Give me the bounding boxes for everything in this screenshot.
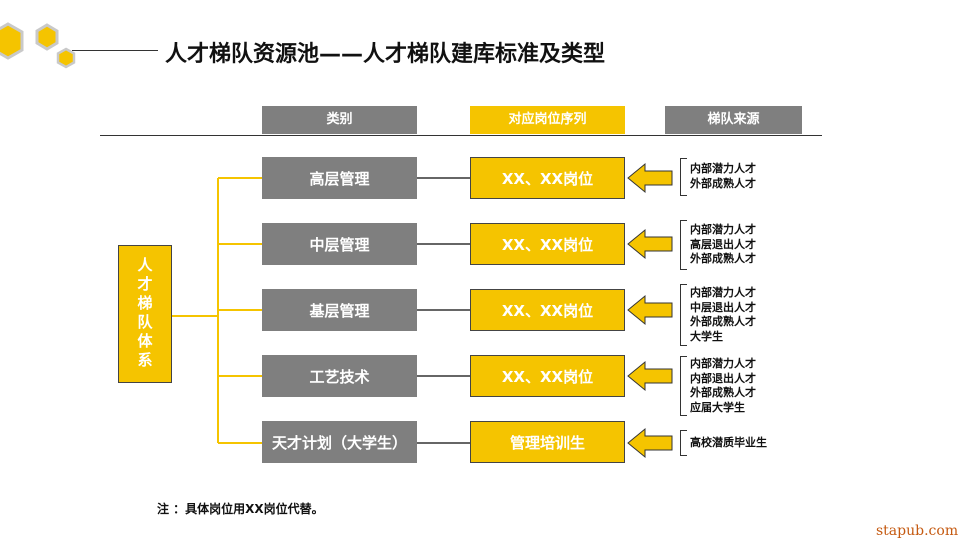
talent-system-box: 人才梯队体系 — [118, 245, 172, 383]
source-item: 外部成熟人才 — [690, 252, 756, 265]
arrow-left-icon — [627, 427, 673, 459]
category-box-junior: 基层管理 — [262, 289, 417, 331]
position-box-junior: XX、XX岗位 — [470, 289, 625, 331]
source-item: 内部潜力人才 — [690, 223, 756, 236]
header-source: 梯队来源 — [665, 106, 802, 134]
source-list-talent-program: 高校潜质毕业生 — [690, 436, 767, 451]
source-item: 外部成熟人才 — [690, 386, 756, 399]
page-title: 人才梯队资源池——人才梯队建库标准及类型 — [165, 42, 606, 67]
honeycomb-decoration-icon — [0, 22, 76, 69]
talent-system-label: 人才梯队体系 — [135, 257, 154, 371]
source-item: 外部成熟人才 — [690, 176, 756, 190]
position-box-talent-program: 管理培训生 — [470, 421, 625, 463]
title-rule — [72, 50, 158, 51]
category-box-middle: 中层管理 — [262, 223, 417, 265]
source-item: 内部潜力人才 — [690, 357, 756, 370]
header-rule — [100, 135, 822, 136]
source-item: 高层退出人才 — [690, 237, 756, 251]
source-bracket — [680, 220, 687, 270]
footnote: 注 ：具体岗位用XX岗位代替。 — [157, 502, 324, 516]
position-box-technical: XX、XX岗位 — [470, 355, 625, 397]
category-box-senior: 高层管理 — [262, 157, 417, 199]
arrow-left-icon — [627, 294, 673, 326]
source-item: 内部潜力人才 — [690, 286, 756, 299]
source-bracket — [680, 158, 687, 196]
watermark: stapub.com — [876, 523, 959, 539]
source-bracket — [680, 284, 687, 346]
hexagon-large-icon — [0, 22, 24, 60]
source-item: 高校潜质毕业生 — [690, 436, 767, 449]
source-bracket — [680, 430, 687, 456]
source-list-middle: 内部潜力人才 高层退出人才 外部成熟人才 — [690, 223, 756, 267]
source-bracket — [680, 356, 687, 416]
source-list-senior: 内部潜力人才 外部成熟人才 — [690, 162, 756, 191]
position-box-senior: XX、XX岗位 — [470, 157, 625, 199]
arrow-left-icon — [627, 162, 673, 194]
category-box-technical: 工艺技术 — [262, 355, 417, 397]
source-item: 内部潜力人才 — [690, 162, 756, 175]
source-item: 中层退出人才 — [690, 300, 756, 314]
hexagon-tiny-icon — [56, 47, 76, 69]
category-box-talent-program: 天才计划（大学生） — [262, 421, 417, 463]
source-item: 内部退出人才 — [690, 371, 756, 385]
arrow-left-icon — [627, 228, 673, 260]
source-list-junior: 内部潜力人才 中层退出人才 外部成熟人才 大学生 — [690, 286, 756, 344]
header-position: 对应岗位序列 — [470, 106, 625, 134]
hexagon-small-icon — [35, 23, 59, 51]
source-item: 应届大学生 — [690, 400, 745, 414]
source-item: 大学生 — [690, 329, 723, 343]
header-category: 类别 — [262, 106, 417, 134]
position-box-middle: XX、XX岗位 — [470, 223, 625, 265]
source-item: 外部成熟人才 — [690, 315, 756, 328]
source-list-technical: 内部潜力人才 内部退出人才 外部成熟人才 应届大学生 — [690, 357, 756, 415]
arrow-left-icon — [627, 360, 673, 392]
